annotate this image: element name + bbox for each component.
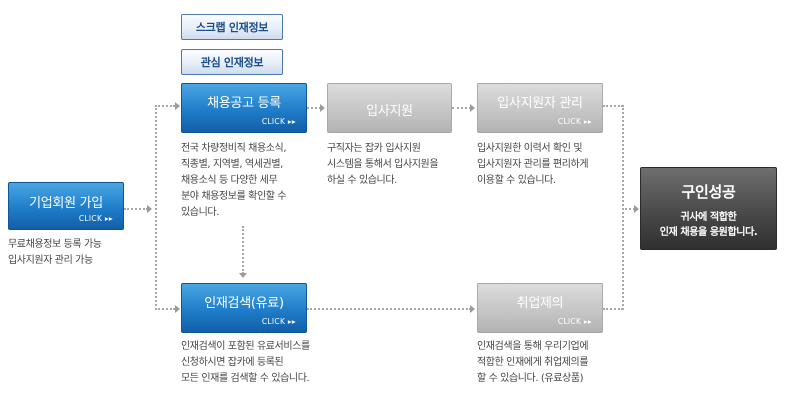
apply-desc: 구직자는 잡카 입사지원 시스템을 통해서 입사지원을 하실 수 있습니다. xyxy=(327,143,439,186)
hiring-success-box: 구인성공 귀사에 적합한 인재 채용을 응원합니다. xyxy=(640,167,777,250)
connector-right-vertical xyxy=(622,105,624,310)
click-label: CLICK ▸▸ xyxy=(557,317,592,326)
talent-search-desc: 인재검색이 포함된 유료서비스를 신청하시면 잡카에 등록된 모든 인재를 검색… xyxy=(181,341,310,384)
company-join-desc: 무료채용정보 등록 가능 입사지원자 관리 가능 xyxy=(8,239,102,266)
arrow-right-icon xyxy=(147,205,152,213)
connector-offer-out xyxy=(603,308,623,310)
connector-apply-mgmt xyxy=(452,107,471,109)
connector-mgmt-out xyxy=(603,105,623,107)
connector-jobpost-search xyxy=(242,226,244,274)
hiring-success-title: 구인성공 xyxy=(681,183,736,201)
arrow-right-icon xyxy=(470,104,475,112)
connector-search-offer xyxy=(307,308,471,310)
applicant-management-button[interactable]: 입사지원자 관리 CLICK ▸▸ xyxy=(477,83,603,133)
company-join-button[interactable]: 기업회원 가입 CLICK ▸▸ xyxy=(8,182,124,230)
click-label: CLICK ▸▸ xyxy=(261,317,296,326)
arrow-right-icon xyxy=(320,104,325,112)
connector-to-job-post xyxy=(155,105,175,107)
connector-join-vertical xyxy=(155,105,157,310)
talent-search-label: 인재검색(유료) xyxy=(204,296,284,311)
interest-talent-button[interactable]: 관심 인재정보 xyxy=(181,49,283,75)
arrow-right-icon xyxy=(175,305,180,313)
applicant-management-label: 입사지원자 관리 xyxy=(497,96,583,111)
scrap-talent-button[interactable]: 스크랩 인재정보 xyxy=(181,14,283,40)
click-label: CLICK ▸▸ xyxy=(78,214,113,223)
connector-jobpost-apply xyxy=(307,107,321,109)
arrow-right-icon xyxy=(634,205,639,213)
job-offer-button[interactable]: 취업제의 CLICK ▸▸ xyxy=(477,283,603,333)
job-post-label: 채용공고 등록 xyxy=(207,96,281,111)
arrow-right-icon xyxy=(470,305,475,313)
connector-to-success xyxy=(622,208,635,210)
apply-step: 입사지원 xyxy=(327,83,452,133)
job-post-button[interactable]: 채용공고 등록 CLICK ▸▸ xyxy=(181,83,307,133)
connector-to-talent-search xyxy=(155,308,175,310)
arrow-down-icon xyxy=(239,273,247,278)
click-label: CLICK ▸▸ xyxy=(261,117,296,126)
apply-label: 입사지원 xyxy=(366,104,413,119)
connector-join-right xyxy=(124,208,148,210)
company-join-label: 기업회원 가입 xyxy=(29,196,103,211)
job-offer-label: 취업제의 xyxy=(516,296,564,311)
applicant-management-desc: 입사지원한 이력서 확인 및 입사지원자 관리를 편리하게 이용할 수 있습니다… xyxy=(477,143,589,186)
hiring-success-subtitle: 귀사에 적합한 인재 채용을 응원합니다. xyxy=(659,212,758,238)
click-label: CLICK ▸▸ xyxy=(557,117,592,126)
talent-search-button[interactable]: 인재검색(유료) CLICK ▸▸ xyxy=(181,283,307,333)
job-offer-desc: 인재검색을 통해 우리기업에 적합한 인재에게 취업제의를 할 수 있습니다. … xyxy=(477,341,589,384)
arrow-right-icon xyxy=(175,102,180,110)
job-post-desc: 전국 차량정비직 채용소식, 직종별, 지역별, 역세권별, 채용소식 등 다양… xyxy=(181,143,287,218)
